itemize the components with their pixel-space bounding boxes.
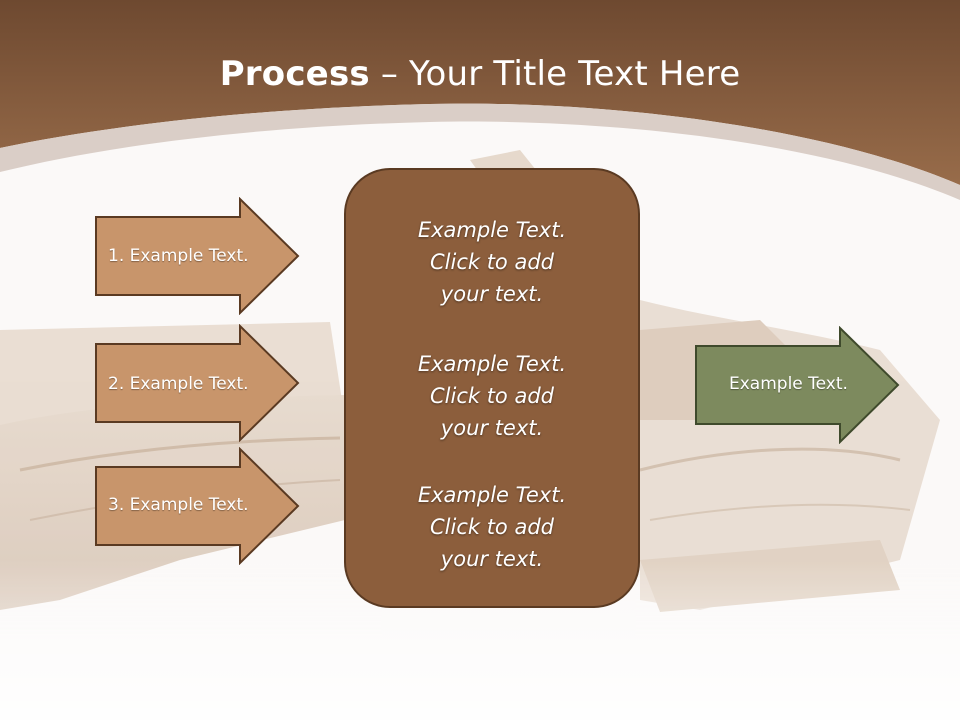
process-text-line: your text. [440,416,544,440]
process-text-block-2: Example Text. Click to add your text. [346,348,638,444]
title-text: – Your Title Text Here [369,54,741,94]
process-text-block-1: Example Text. Click to add your text. [346,214,638,310]
process-box: Example Text. Click to add your text. Ex… [344,168,640,608]
input-step-label-1: 1. Example Text. [108,246,249,266]
output-arrow [695,326,900,444]
output-step-label: Example Text. [729,374,848,394]
input-arrow-2 [95,324,300,442]
title-bold: Process [219,54,370,94]
slide-title: Process – Your Title Text Here [0,52,960,96]
input-step-label-3: 3. Example Text. [108,495,249,515]
header-band [0,0,960,185]
process-text-line: your text. [440,547,544,571]
process-text-line: your text. [440,282,544,306]
process-text-block-3: Example Text. Click to add your text. [346,479,638,575]
input-step-label-2: 2. Example Text. [108,374,249,394]
process-text-line: Click to add [429,515,554,539]
process-text-line: Click to add [429,384,554,408]
process-text-line: Click to add [429,250,554,274]
header-wave [0,103,960,200]
input-arrow-1 [95,197,300,315]
process-text-line: Example Text. [417,483,567,507]
input-arrow-3 [95,447,300,565]
process-text-line: Example Text. [417,352,567,376]
process-text-line: Example Text. [417,218,567,242]
